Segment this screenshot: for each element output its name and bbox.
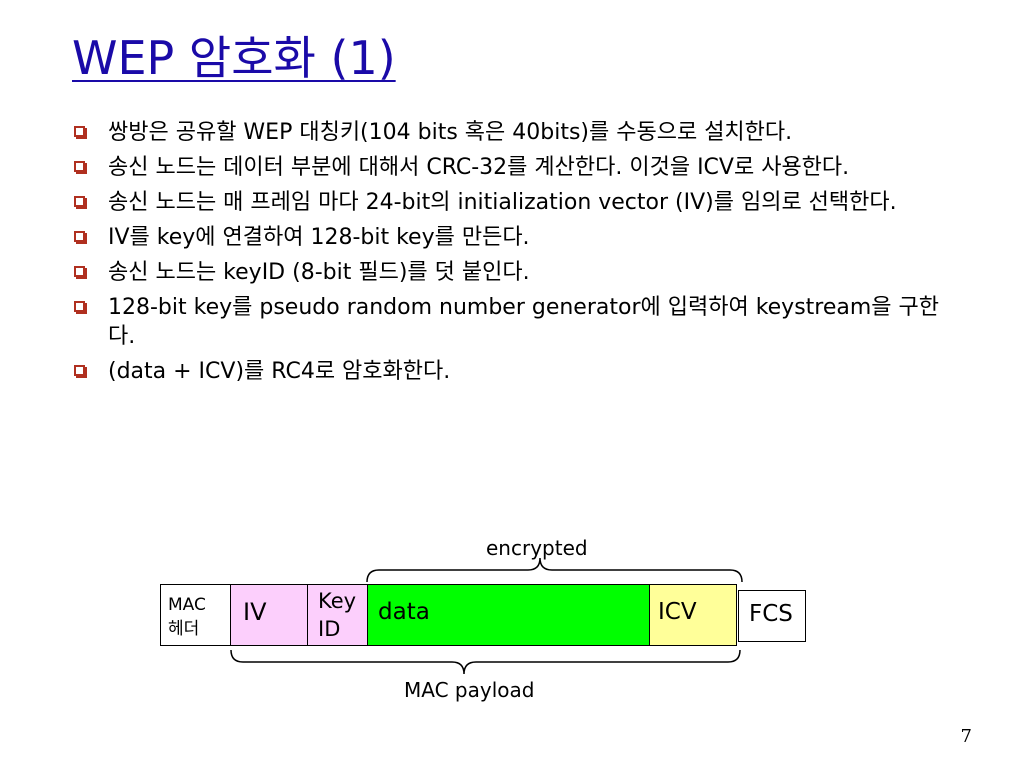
bullet-item: 쌍방은 공유할 WEP 대칭키(104 bits 혹은 40bits)를 수동으…	[70, 118, 950, 147]
payload-brace	[230, 649, 741, 675]
checkbox-bullet-icon	[74, 196, 85, 207]
mac-payload-label: MAC payload	[404, 678, 535, 702]
checkbox-bullet-icon	[74, 126, 85, 137]
checkbox-bullet-icon	[74, 231, 85, 242]
icv-label: ICV	[658, 599, 697, 625]
iv-field: IV	[230, 584, 308, 646]
iv-label: IV	[243, 598, 267, 626]
mac-header-label: MAC 헤더	[168, 595, 206, 639]
fcs-field: FCS	[738, 590, 806, 642]
bullet-item: IV를 key에 연결하여 128-bit key를 만든다.	[70, 223, 950, 252]
bullet-item: 송신 노드는 데이터 부분에 대해서 CRC-32를 계산한다. 이것을 ICV…	[70, 153, 950, 182]
checkbox-bullet-icon	[74, 301, 85, 312]
checkbox-bullet-icon	[74, 161, 85, 172]
key-id-label: Key ID	[318, 589, 357, 641]
bullet-item: 128-bit key를 pseudo random number genera…	[70, 293, 950, 351]
bullet-text: 쌍방은 공유할 WEP 대칭키(104 bits 혹은 40bits)를 수동으…	[108, 120, 793, 145]
fcs-label: FCS	[749, 601, 793, 627]
bullet-item: 송신 노드는 매 프레임 마다 24-bit의 initialization v…	[70, 188, 950, 217]
slide-title: WEP 암호화 (1)	[72, 31, 396, 85]
bullet-text: IV를 key에 연결하여 128-bit key를 만든다.	[108, 225, 530, 250]
bullet-text: 송신 노드는 매 프레임 마다 24-bit의 initialization v…	[108, 190, 897, 215]
bullet-item: 송신 노드는 keyID (8-bit 필드)를 덧 붙인다.	[70, 258, 950, 287]
bullet-text: 송신 노드는 keyID (8-bit 필드)를 덧 붙인다.	[108, 260, 530, 285]
data-field: data	[367, 584, 650, 646]
mac-header-field: MAC 헤더	[160, 584, 231, 646]
bullet-text: 128-bit key를 pseudo random number genera…	[108, 295, 940, 349]
data-label: data	[378, 599, 430, 625]
checkbox-bullet-icon	[74, 365, 85, 376]
bullet-text: 송신 노드는 데이터 부분에 대해서 CRC-32를 계산한다. 이것을 ICV…	[108, 155, 850, 180]
bullet-text: (data + ICV)를 RC4로 암호화한다.	[108, 359, 451, 384]
icv-field: ICV	[649, 584, 737, 646]
checkbox-bullet-icon	[74, 266, 85, 277]
key-id-field: Key ID	[307, 584, 368, 646]
encrypted-brace	[366, 557, 743, 583]
page-number: 7	[960, 726, 972, 747]
bullet-item: (data + ICV)를 RC4로 암호화한다.	[70, 357, 950, 386]
bullet-list: 쌍방은 공유할 WEP 대칭키(104 bits 혹은 40bits)를 수동으…	[70, 118, 950, 392]
encrypted-label: encrypted	[486, 536, 588, 560]
